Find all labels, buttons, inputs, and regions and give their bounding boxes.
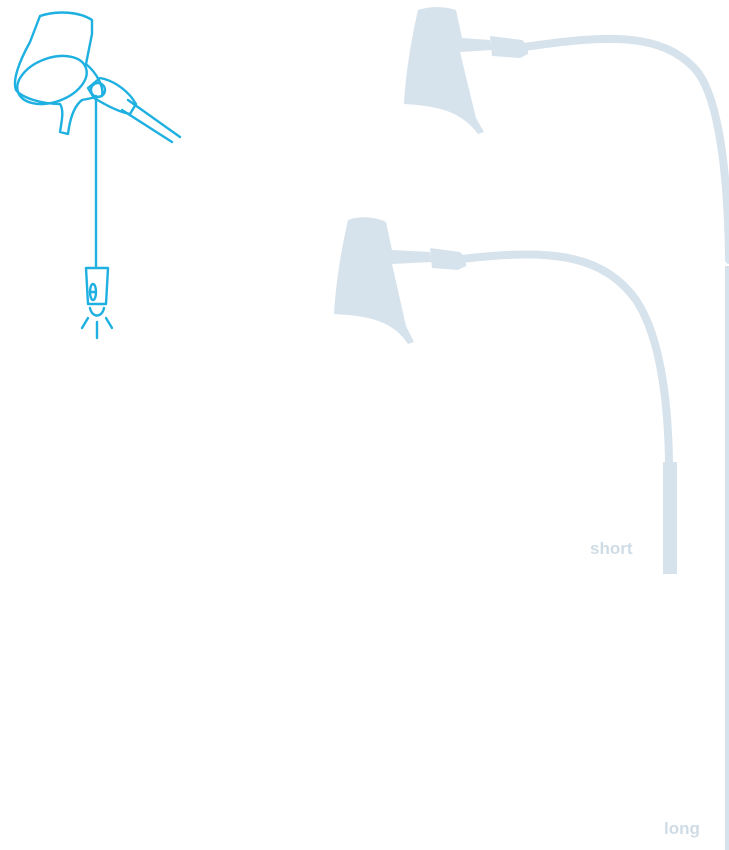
lamp-short: [334, 217, 677, 574]
lamp-short-arm: [462, 254, 669, 462]
lamp-short-stand: [663, 462, 677, 574]
lamp-long: [404, 7, 729, 850]
lamp-long-shade: [404, 7, 492, 134]
lamp-long-stand: [725, 266, 729, 850]
variant-label-long: long: [664, 820, 700, 837]
variant-label-short: short: [590, 540, 633, 557]
lamp-long-arm: [524, 39, 729, 260]
lamp-short-shade: [334, 217, 432, 344]
